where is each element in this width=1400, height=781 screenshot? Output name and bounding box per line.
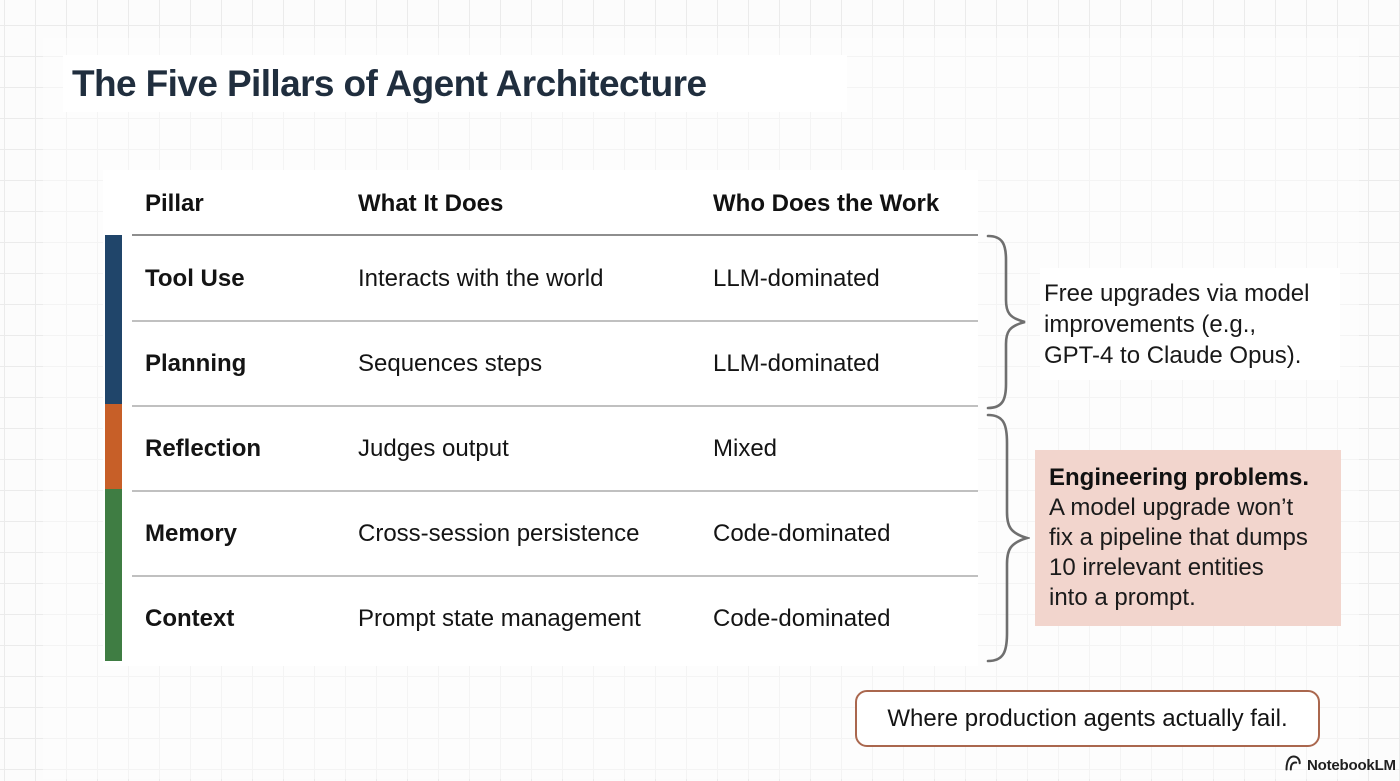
failure-callout: Where production agents actually fail. xyxy=(855,690,1320,747)
brace-icon xyxy=(984,412,1030,664)
column-header-pillar: Pillar xyxy=(145,190,204,217)
table-row: Planning Sequences steps LLM-dominated xyxy=(103,321,978,406)
note-line: A model upgrade won’t xyxy=(1049,494,1294,521)
column-header-what: What It Does xyxy=(358,190,504,217)
row-who: LLM-dominated xyxy=(713,349,880,377)
row-who: Code-dominated xyxy=(713,604,891,632)
row-pillar: Memory xyxy=(145,519,238,547)
table-row: Tool Use Interacts with the world LLM-do… xyxy=(103,236,978,321)
row-what: Judges output xyxy=(358,434,509,462)
column-header-who: Who Does the Work xyxy=(713,190,940,217)
row-who: Code-dominated xyxy=(713,519,891,547)
table-row: Reflection Judges output Mixed xyxy=(103,406,978,491)
row-pillar: Context xyxy=(145,604,235,632)
row-pillar: Tool Use xyxy=(145,264,245,292)
row-pillar: Planning xyxy=(145,349,247,377)
row-divider xyxy=(132,575,978,577)
row-divider xyxy=(132,405,978,407)
note-line: into a prompt. xyxy=(1049,584,1196,611)
table-row: Memory Cross-session persistence Code-do… xyxy=(103,491,978,576)
row-what: Interacts with the world xyxy=(358,264,604,292)
table-row: Context Prompt state management Code-dom… xyxy=(103,576,978,661)
row-what: Prompt state management xyxy=(358,604,641,632)
pillars-table: Pillar What It Does Who Does the Work To… xyxy=(103,170,978,666)
note-lead: Engineering problems. xyxy=(1049,464,1310,491)
notebooklm-icon xyxy=(1284,754,1302,777)
note-line: Free upgrades via model xyxy=(1044,280,1310,307)
brand-badge: NotebookLM xyxy=(1284,754,1396,777)
model-upgrades-note: Free upgrades via model improvements (e.… xyxy=(1040,268,1340,380)
row-divider xyxy=(132,490,978,492)
row-pillar: Reflection xyxy=(145,434,262,462)
note-line: GPT-4 to Claude Opus). xyxy=(1044,342,1302,369)
brand-name: NotebookLM xyxy=(1307,757,1396,774)
header-divider xyxy=(132,234,978,236)
note-line: improvements (e.g., xyxy=(1044,311,1257,338)
row-what: Sequences steps xyxy=(358,349,543,377)
brace-icon xyxy=(984,233,1028,411)
engineering-problems-note: Engineering problems. A model upgrade wo… xyxy=(1035,450,1341,626)
title-card: The Five Pillars of Agent Architecture xyxy=(63,55,847,112)
row-divider xyxy=(132,320,978,322)
row-who: Mixed xyxy=(713,434,778,462)
callout-text: Where production agents actually fail. xyxy=(887,704,1288,732)
note-line: fix a pipeline that dumps xyxy=(1049,524,1308,551)
pillar-bar-code-segment xyxy=(105,489,122,661)
pillar-bar-llm-segment xyxy=(105,235,122,404)
row-who: LLM-dominated xyxy=(713,264,880,292)
pillar-bar-mixed-segment xyxy=(105,404,122,489)
page-title: The Five Pillars of Agent Architecture xyxy=(72,62,707,104)
row-what: Cross-session persistence xyxy=(358,519,640,547)
note-line: 10 irrelevant entities xyxy=(1049,554,1264,581)
